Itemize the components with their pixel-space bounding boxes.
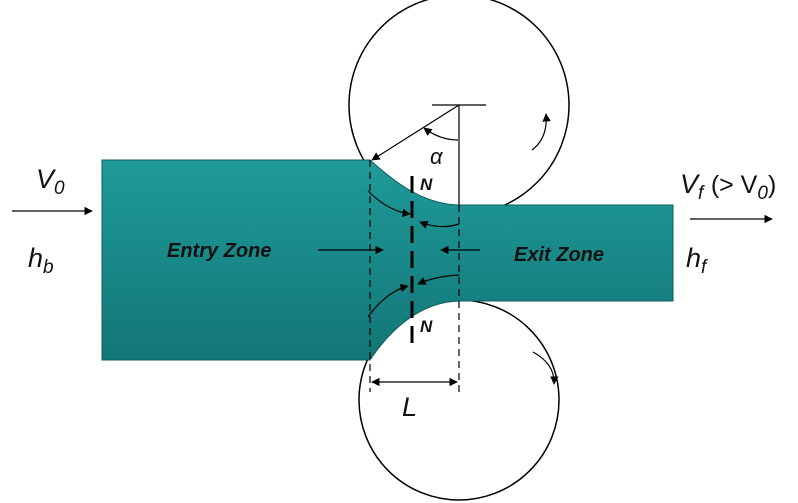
bite-angle-label: α: [430, 144, 444, 169]
flow-arrow-lower-left: [367, 283, 409, 318]
exit-zone-label: Exit Zone: [514, 244, 604, 266]
flow-arrow-upper-left: [367, 190, 411, 218]
exit-velocity-label: Vf (> V0): [680, 169, 776, 204]
flow-arrow-upper-right: [419, 220, 460, 229]
neutral-point-label-bottom: N: [420, 317, 433, 336]
bite-angle-arc: [423, 127, 459, 141]
upper-roll-rotation-arrow: [531, 113, 551, 151]
entry-zone-label: Entry Zone: [167, 240, 271, 262]
exit-thickness-label: hf: [686, 243, 708, 278]
workpiece: [101, 159, 674, 361]
entry-velocity-label: V0: [36, 164, 65, 199]
flow-arrow-lower-right: [417, 274, 460, 285]
entry-thickness-label: hb: [28, 243, 54, 278]
roll-radius-line: [371, 104, 460, 161]
neutral-point-label-top: N: [420, 175, 433, 194]
contact-length-label: L: [402, 392, 417, 422]
lower-roll-rotation-arrow: [532, 351, 559, 385]
